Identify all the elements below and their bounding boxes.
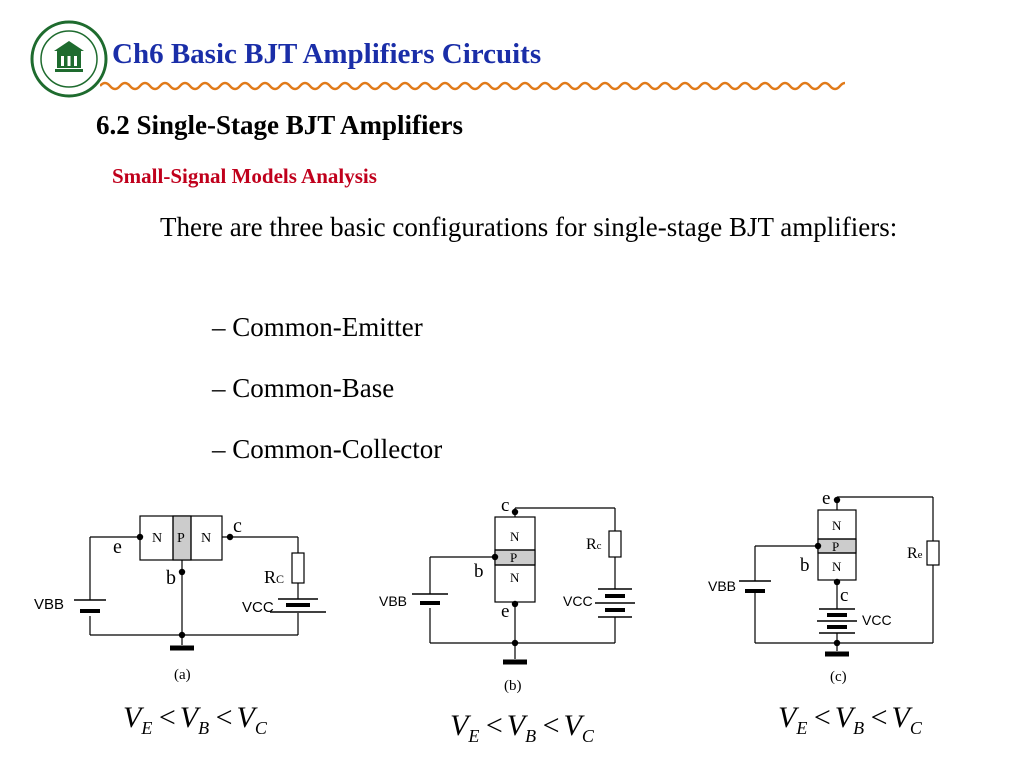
terminal-base: b — [166, 567, 176, 589]
region-n-bottom: N — [832, 559, 842, 574]
source-vbb: VBB — [379, 593, 407, 609]
circuit-a-common-emitter: N P N e c b RC VBB VCC (a) — [34, 515, 326, 683]
caption-b: (b) — [504, 678, 522, 694]
source-vbb: VBB — [708, 578, 736, 594]
region-n-right: N — [201, 531, 211, 546]
config-common-base: – Common-Base — [212, 373, 395, 403]
resistor-label: Rc — [586, 536, 602, 553]
subsection-heading: Small-Signal Models Analysis — [112, 164, 377, 188]
terminal-emitter: e — [822, 488, 830, 509]
resistor-label: Re — [907, 545, 923, 562]
terminal-emitter: e — [113, 536, 122, 558]
section-heading: 6.2 Single-Stage BJT Amplifiers — [96, 110, 464, 140]
region-n-top: N — [510, 529, 520, 544]
circuit-b-common-base: N P N c b e Rc VBB VCC (b) — [379, 495, 635, 694]
source-vbb: VBB — [34, 596, 64, 613]
terminal-collector: c — [233, 515, 242, 537]
equation-text: VE <VB <VC — [450, 709, 596, 746]
region-p: P — [832, 539, 839, 554]
equation-b: VE <VB <VC — [450, 709, 596, 746]
region-n-bottom: N — [510, 570, 520, 585]
slide-title: Ch6 Basic BJT Amplifiers Circuits — [112, 38, 542, 70]
caption-c: (c) — [830, 669, 847, 685]
equation-a: VE <VB <VC — [123, 701, 269, 738]
source-vcc: VCC — [563, 593, 593, 609]
region-n-left: N — [152, 531, 162, 546]
region-p: P — [177, 531, 185, 546]
source-vcc: VCC — [242, 599, 274, 616]
equation-c: VE <VB <VC — [778, 701, 924, 738]
resistor-label: RC — [264, 567, 284, 587]
source-vcc: VCC — [862, 612, 892, 628]
university-seal-icon — [30, 20, 108, 98]
circuit-c-common-collector: N P N e b c Re VBB VCC (c) — [708, 488, 940, 685]
equation-text: VE <VB <VC — [778, 701, 924, 738]
config-common-collector: – Common-Collector — [212, 434, 443, 464]
config-common-emitter: – Common-Emitter — [212, 312, 423, 342]
terminal-base: b — [800, 555, 810, 576]
region-n-top: N — [832, 518, 842, 533]
caption-a: (a) — [174, 667, 191, 683]
terminal-emitter: e — [501, 601, 509, 622]
region-p: P — [510, 550, 517, 565]
terminal-collector: c — [840, 585, 848, 606]
intro-paragraph: There are three basic configurations for… — [160, 212, 898, 242]
title-underline-wave — [100, 81, 845, 91]
terminal-collector: c — [501, 495, 509, 516]
terminal-base: b — [474, 561, 484, 582]
equation-text: VE <VB <VC — [123, 701, 269, 738]
